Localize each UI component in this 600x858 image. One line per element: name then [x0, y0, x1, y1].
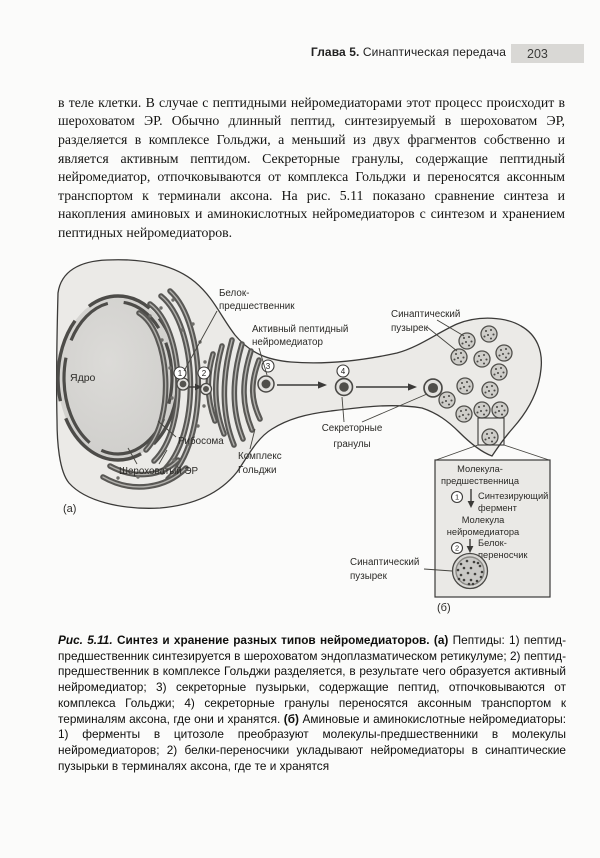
label-neurotransmitter-molecule: Молекула	[462, 515, 505, 525]
secretory-granule-4	[334, 377, 354, 397]
label-synaptic-vesicle-a: Синаптический	[391, 309, 460, 320]
marker-4: 4	[341, 367, 346, 376]
label-precursor-protein: Белок-	[219, 288, 249, 299]
caption-part-b-label: (б)	[283, 711, 299, 726]
svg-text:предшественница: предшественница	[441, 476, 520, 486]
panel-a-letter: (а)	[63, 503, 76, 515]
body-paragraph: в теле клетки. В случае с пептидными ней…	[58, 94, 565, 240]
caption-part-a-text: Пептиды: 1) пептид-предшественник синтез…	[58, 632, 566, 726]
label-precursor-molecule: Молекула-	[457, 464, 503, 474]
svg-text:Гольджи: Гольджи	[238, 465, 276, 476]
marker-1: 1	[178, 369, 183, 378]
label-synth-enzyme: Синтезирующий	[478, 491, 548, 501]
figure-5-11-diagram: 1 2 3 4 Белок- предшественник Активный п…	[55, 259, 551, 614]
chapter-title: Синаптическая передача	[359, 45, 506, 59]
svg-text:пузырек: пузырек	[350, 571, 388, 582]
inset-marker-1: 1	[455, 493, 459, 502]
inset-synaptic-vesicle	[451, 552, 489, 590]
rough-er	[100, 288, 209, 490]
caption-title: Синтез и хранение разных типов нейромеди…	[116, 632, 430, 647]
figure-caption: Рис. 5.11. Синтез и хранение разных типо…	[58, 633, 566, 775]
label-ribosome: Рибосома	[178, 436, 224, 447]
marker-3: 3	[266, 362, 271, 371]
inset-marker-2: 2	[455, 544, 459, 553]
inset-zoom-rect	[477, 417, 505, 446]
svg-text:пузырек: пузырек	[391, 323, 429, 334]
chapter-number: Глава 5.	[310, 45, 360, 59]
caption-fig-label: Рис. 5.11.	[58, 632, 113, 647]
secretory-granule-3	[257, 375, 275, 393]
label-rough-er: Шероховатый ЭР	[119, 466, 199, 477]
caption-part-b-text: Аминовые и аминокислотные нейромедиаторы…	[58, 711, 567, 773]
label-golgi: Комплекс	[238, 451, 282, 462]
label-synaptic-vesicle-b: Синаптический	[350, 557, 419, 568]
golgi-complex	[205, 337, 263, 448]
caption-part-a-label: (а)	[433, 632, 449, 647]
svg-text:нейромедиатор: нейромедиатор	[252, 337, 323, 348]
label-carrier-protein: Белок-	[478, 538, 507, 548]
panel-b-letter: (б)	[437, 602, 451, 614]
svg-text:фермент: фермент	[478, 503, 518, 513]
svg-text:гранулы: гранулы	[333, 439, 370, 450]
golgi-budding-granule	[199, 382, 213, 396]
marker-2: 2	[202, 369, 207, 378]
label-nucleus: Ядро	[70, 372, 96, 384]
label-secretory-granules: Секреторные	[322, 423, 383, 434]
er-budding-granule	[176, 377, 190, 391]
page-number-box: 203	[511, 44, 584, 63]
svg-text:переносчик: переносчик	[478, 550, 528, 560]
label-active-peptide: Активный пептидный	[252, 324, 348, 335]
inset-panel-b: Молекула- предшественница 1 Синтезирующи…	[434, 459, 551, 598]
running-header: Глава 5. Синаптическая передача	[0, 45, 506, 59]
svg-text:нейромедиатора: нейромедиатора	[447, 527, 520, 537]
page-number: 203	[527, 46, 548, 61]
svg-text:предшественник: предшественник	[219, 301, 295, 312]
step-markers: 1 2 3 4	[173, 359, 350, 380]
